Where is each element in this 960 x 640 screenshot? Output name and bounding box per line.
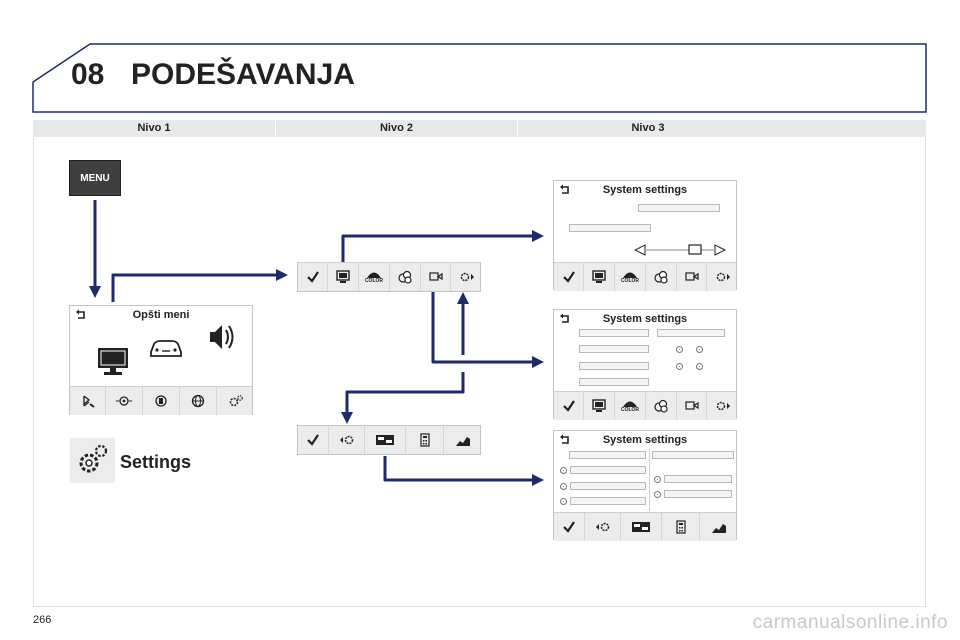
option-knob[interactable] — [560, 483, 567, 490]
language-icon[interactable] — [677, 263, 707, 291]
option-knob[interactable] — [676, 363, 683, 370]
date-time-icon[interactable] — [621, 513, 662, 541]
level-header-bar: Nivo 1 Nivo 2 Nivo 3 — [33, 120, 926, 137]
check-icon[interactable] — [298, 426, 329, 454]
color-icon[interactable]: COLOR — [359, 263, 390, 291]
back-icon[interactable] — [559, 313, 571, 325]
check-icon[interactable] — [554, 263, 584, 291]
calculator-icon[interactable] — [406, 426, 444, 454]
color-text: COLOR — [620, 278, 640, 284]
language-icon[interactable] — [677, 392, 707, 420]
units-icon[interactable] — [390, 263, 421, 291]
level-2-heading: Nivo 2 — [379, 122, 413, 134]
speaker-icon[interactable] — [204, 320, 238, 354]
level2-bar-system: COLOR — [297, 262, 481, 292]
system-settings-screen-3: System settings — [553, 430, 737, 541]
level-1-heading: Nivo 1 — [137, 122, 171, 134]
header-frame — [32, 43, 927, 113]
value-field[interactable] — [579, 329, 649, 337]
date-time-icon[interactable] — [365, 426, 406, 454]
screen-title: Opšti meni — [132, 309, 190, 321]
menu-button[interactable]: MENU — [69, 160, 121, 196]
color-text: COLOR — [364, 278, 384, 284]
value-field[interactable] — [652, 451, 734, 459]
check-icon[interactable] — [554, 513, 585, 541]
signal-icon[interactable] — [700, 513, 738, 541]
phone-bluetooth-icon[interactable] — [70, 387, 106, 415]
language-icon[interactable] — [421, 263, 451, 291]
gear-back-icon[interactable] — [585, 513, 621, 541]
screen-title: System settings — [602, 434, 688, 446]
watermark: carmanualsonline.info — [752, 612, 948, 633]
chapter-number: 08 — [71, 58, 105, 91]
color-text: COLOR — [620, 407, 640, 413]
gear-next-icon[interactable] — [451, 263, 482, 291]
back-icon[interactable] — [75, 309, 87, 321]
system-settings-bar-3 — [554, 512, 736, 541]
units-icon[interactable] — [646, 263, 677, 291]
value-field[interactable] — [638, 204, 720, 212]
divider — [517, 120, 518, 137]
system-settings-bar-2: COLOR — [554, 391, 736, 420]
value-field[interactable] — [570, 482, 646, 490]
color-icon[interactable]: COLOR — [615, 263, 646, 291]
option-knob[interactable] — [696, 363, 703, 370]
option-knob[interactable] — [560, 467, 567, 474]
value-field[interactable] — [657, 329, 725, 337]
signal-icon[interactable] — [444, 426, 482, 454]
system-settings-screen-2: System settings COLOR — [553, 309, 737, 420]
system-settings-screen-1: System settings COLOR — [553, 180, 737, 291]
level-3-heading: Nivo 3 — [631, 122, 665, 134]
radio-icon[interactable] — [143, 387, 180, 415]
screen-title: System settings — [602, 313, 688, 325]
value-field[interactable] — [579, 345, 649, 353]
globe-icon[interactable] — [180, 387, 217, 415]
option-knob[interactable] — [696, 346, 703, 353]
display-icon[interactable] — [584, 263, 615, 291]
settings-label: Settings — [120, 452, 192, 472]
gear-next-icon[interactable] — [707, 263, 738, 291]
level2-bar-datetime — [297, 425, 481, 455]
divider — [275, 120, 276, 137]
value-field[interactable] — [664, 490, 732, 498]
system-settings-bar-1: COLOR — [554, 262, 736, 291]
general-menu-screen: Opšti meni — [69, 305, 253, 415]
general-menu-bar — [70, 386, 252, 415]
content-frame — [33, 137, 926, 607]
option-knob[interactable] — [676, 346, 683, 353]
back-icon[interactable] — [559, 434, 571, 446]
value-field[interactable] — [570, 497, 646, 505]
navigation-icon[interactable] — [106, 387, 143, 415]
brightness-slider[interactable] — [634, 243, 726, 257]
units-icon[interactable] — [646, 392, 677, 420]
check-icon[interactable] — [554, 392, 584, 420]
gear-icon[interactable] — [217, 387, 254, 415]
color-icon[interactable]: COLOR — [615, 392, 646, 420]
car-icon[interactable] — [148, 336, 184, 360]
option-knob[interactable] — [654, 491, 661, 498]
display-icon[interactable] — [584, 392, 615, 420]
option-knob[interactable] — [560, 498, 567, 505]
value-field[interactable] — [664, 475, 732, 483]
gear-back-icon[interactable] — [329, 426, 365, 454]
screen-title: System settings — [602, 184, 688, 196]
calculator-icon[interactable] — [662, 513, 700, 541]
value-field[interactable] — [569, 451, 646, 459]
display-icon[interactable] — [328, 263, 359, 291]
divider — [649, 449, 650, 511]
monitor-icon[interactable] — [96, 346, 130, 378]
value-field[interactable] — [579, 362, 649, 370]
option-knob[interactable] — [654, 476, 661, 483]
back-icon[interactable] — [559, 184, 571, 196]
settings-gear-icon — [70, 438, 115, 483]
page-title: PODEŠAVANJA — [131, 58, 355, 91]
page-number: 266 — [33, 614, 52, 626]
check-icon[interactable] — [298, 263, 328, 291]
gear-next-icon[interactable] — [707, 392, 738, 420]
value-field[interactable] — [579, 378, 649, 386]
value-field[interactable] — [569, 224, 651, 232]
value-field[interactable] — [570, 466, 646, 474]
